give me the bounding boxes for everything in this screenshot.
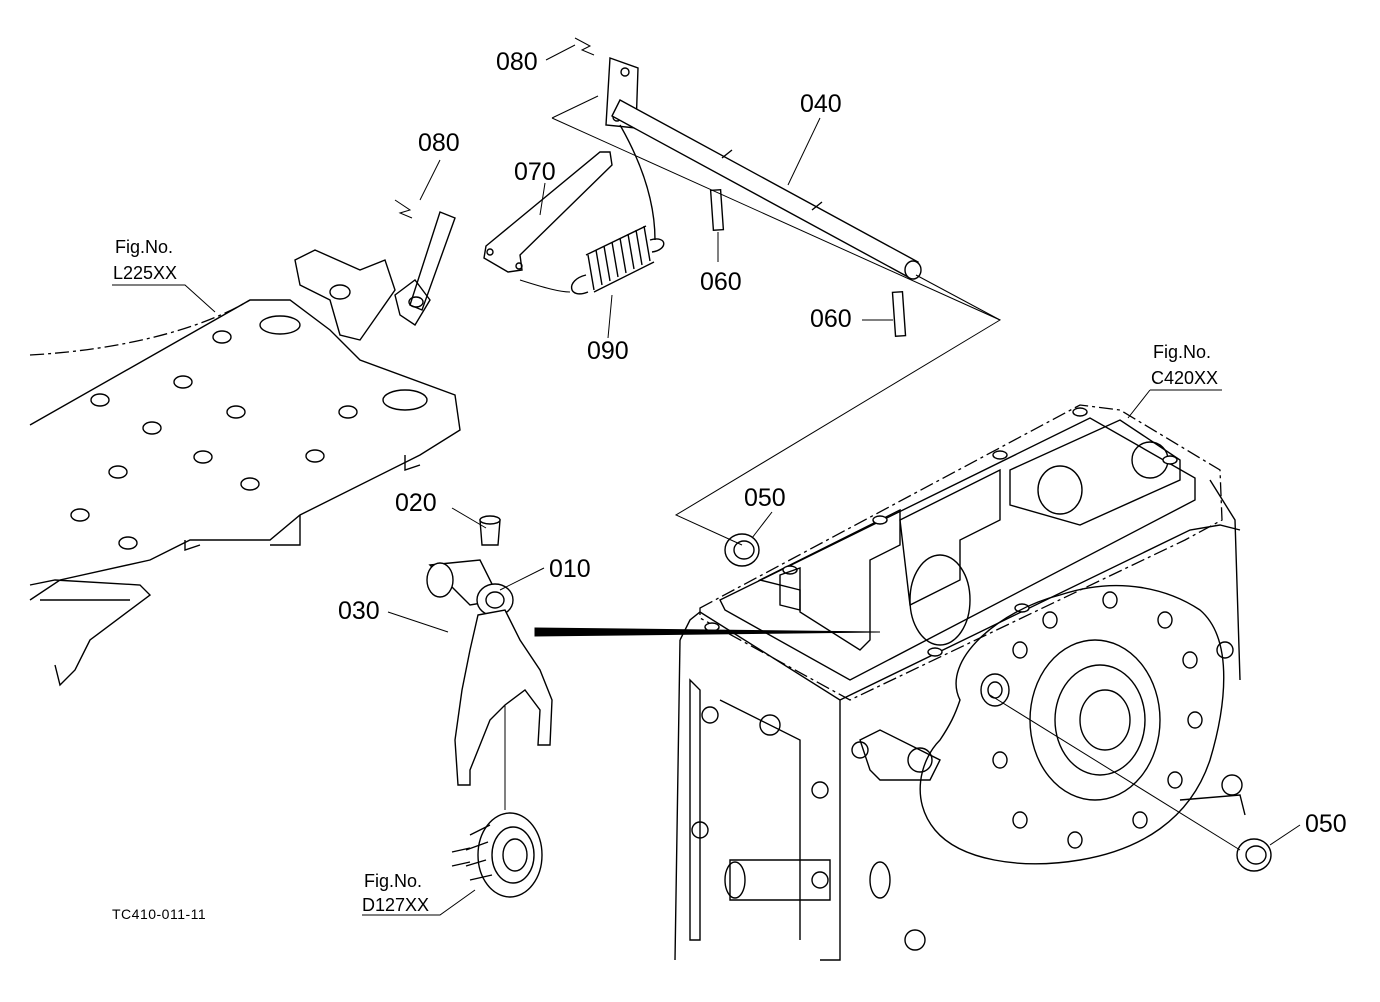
release-bearing-assembly	[451, 812, 543, 898]
callout-020: 020	[395, 489, 437, 517]
shift-shaft-assembly	[394, 37, 922, 338]
fig-ref-d127-label: Fig.No.	[364, 871, 422, 891]
callout-leaders	[112, 44, 1301, 916]
callout-040: 040	[800, 90, 842, 118]
fig-ref-d127-number: D127XX	[362, 895, 429, 915]
valve-plate-ports	[70, 330, 358, 550]
callout-080-top: 080	[496, 48, 538, 76]
callout-090: 090	[587, 337, 629, 365]
callout-060-upper: 060	[700, 268, 742, 296]
valve-plate-assembly	[29, 249, 461, 687]
callout-050-bottom: 050	[1305, 810, 1347, 838]
callout-060-lower: 060	[810, 305, 852, 333]
transmission-case	[674, 404, 1246, 961]
callout-050-top: 050	[744, 484, 786, 512]
fig-ref-c420-label: Fig.No.	[1153, 342, 1211, 362]
shift-fork-assembly	[426, 515, 553, 786]
fig-ref-l225-number: L225XX	[113, 263, 177, 283]
assembly-lines	[504, 95, 1241, 851]
callout-070: 070	[514, 158, 556, 186]
fig-ref-l225-label: Fig.No.	[115, 237, 173, 257]
callout-010: 010	[549, 555, 591, 583]
callout-080-mid: 080	[418, 129, 460, 157]
callout-030: 030	[338, 597, 380, 625]
drawing-code: TC410-011-11	[112, 906, 206, 922]
oil-seal-050-top	[724, 533, 760, 567]
flange-plate	[919, 584, 1225, 865]
fig-ref-c420-number: C420XX	[1151, 368, 1218, 388]
tension-spring-090	[570, 225, 665, 295]
oil-seal-050-bottom	[1236, 838, 1272, 872]
